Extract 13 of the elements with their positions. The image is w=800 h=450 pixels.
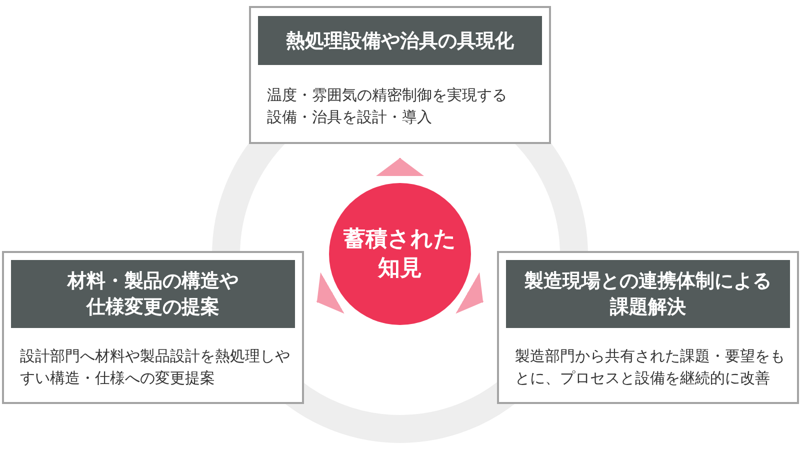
card-description: 温度・雰囲気の精密制御を実現する設備・治具を設計・導入	[267, 85, 508, 128]
info-card	[2, 251, 304, 404]
card-description: 設計部門へ材料や製品設計を熱処理しやすい構造・仕様への変更提案	[20, 346, 291, 389]
triangle-arrow	[376, 158, 424, 176]
card-description: 製造部門から共有された課題・要望をもとに、プロセスと設備を継続的に改善	[515, 346, 786, 389]
card-heading: 製造現場との連携体制による課題解決	[506, 260, 790, 328]
info-card	[249, 6, 551, 144]
triangle-arrow	[456, 272, 484, 314]
card-heading: 熱処理設備や治具の具現化	[258, 16, 542, 65]
card-heading: 材料・製品の構造や仕様変更の提案	[11, 260, 295, 328]
hub-label: 蓄積された知見	[342, 226, 458, 283]
info-card	[497, 251, 799, 404]
triangle-arrow	[316, 272, 344, 314]
